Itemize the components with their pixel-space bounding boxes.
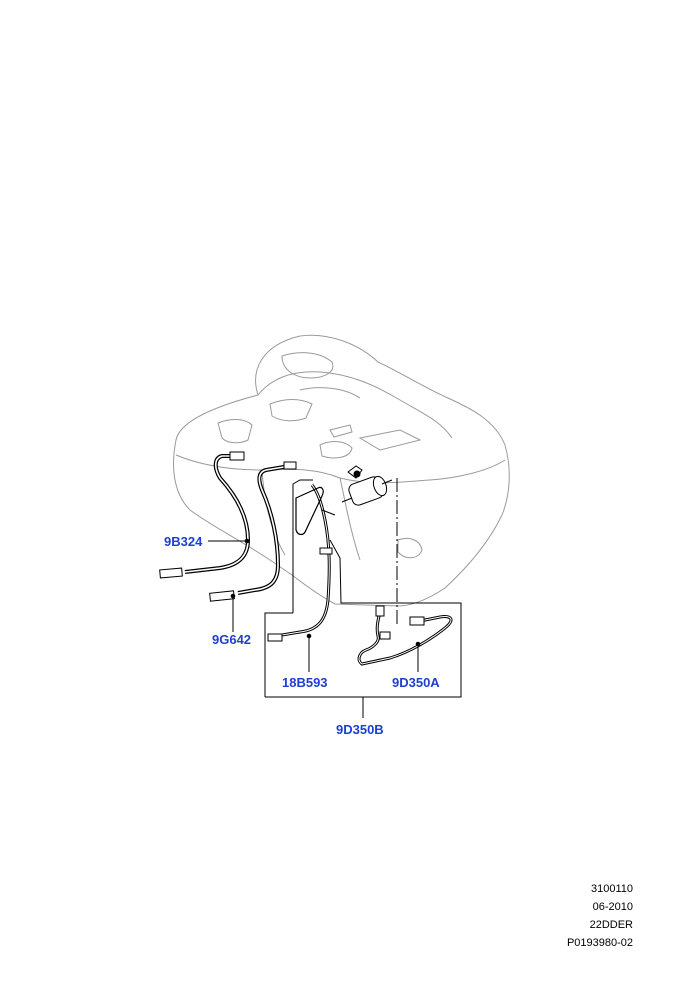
callout-9g642: 9G642 (212, 632, 252, 647)
callout-18b593: 18B593 (282, 675, 328, 690)
pipe-9g642 (209, 461, 297, 602)
leader-lines (208, 479, 462, 718)
callout-9b324: 9B324 (164, 534, 203, 549)
pipe-9d350a (357, 605, 453, 666)
reference-number: 3100110 (590, 883, 633, 895)
fuel-filter (341, 465, 393, 506)
reference-block: 3100110 06-2010 22DDER P0193980-02 (567, 880, 633, 952)
fuel-tank (173, 334, 510, 607)
callout-9d350a: 9D350A (392, 675, 440, 690)
callout-9d350b: 9D350B (336, 722, 384, 737)
pipe-9b324 (159, 451, 251, 579)
reference-code: 22DDER (589, 919, 633, 931)
reference-illustration-id: P0193980-02 (566, 937, 633, 949)
reference-date: 06-2010 (592, 901, 633, 913)
pipe-18b593 (267, 484, 336, 642)
